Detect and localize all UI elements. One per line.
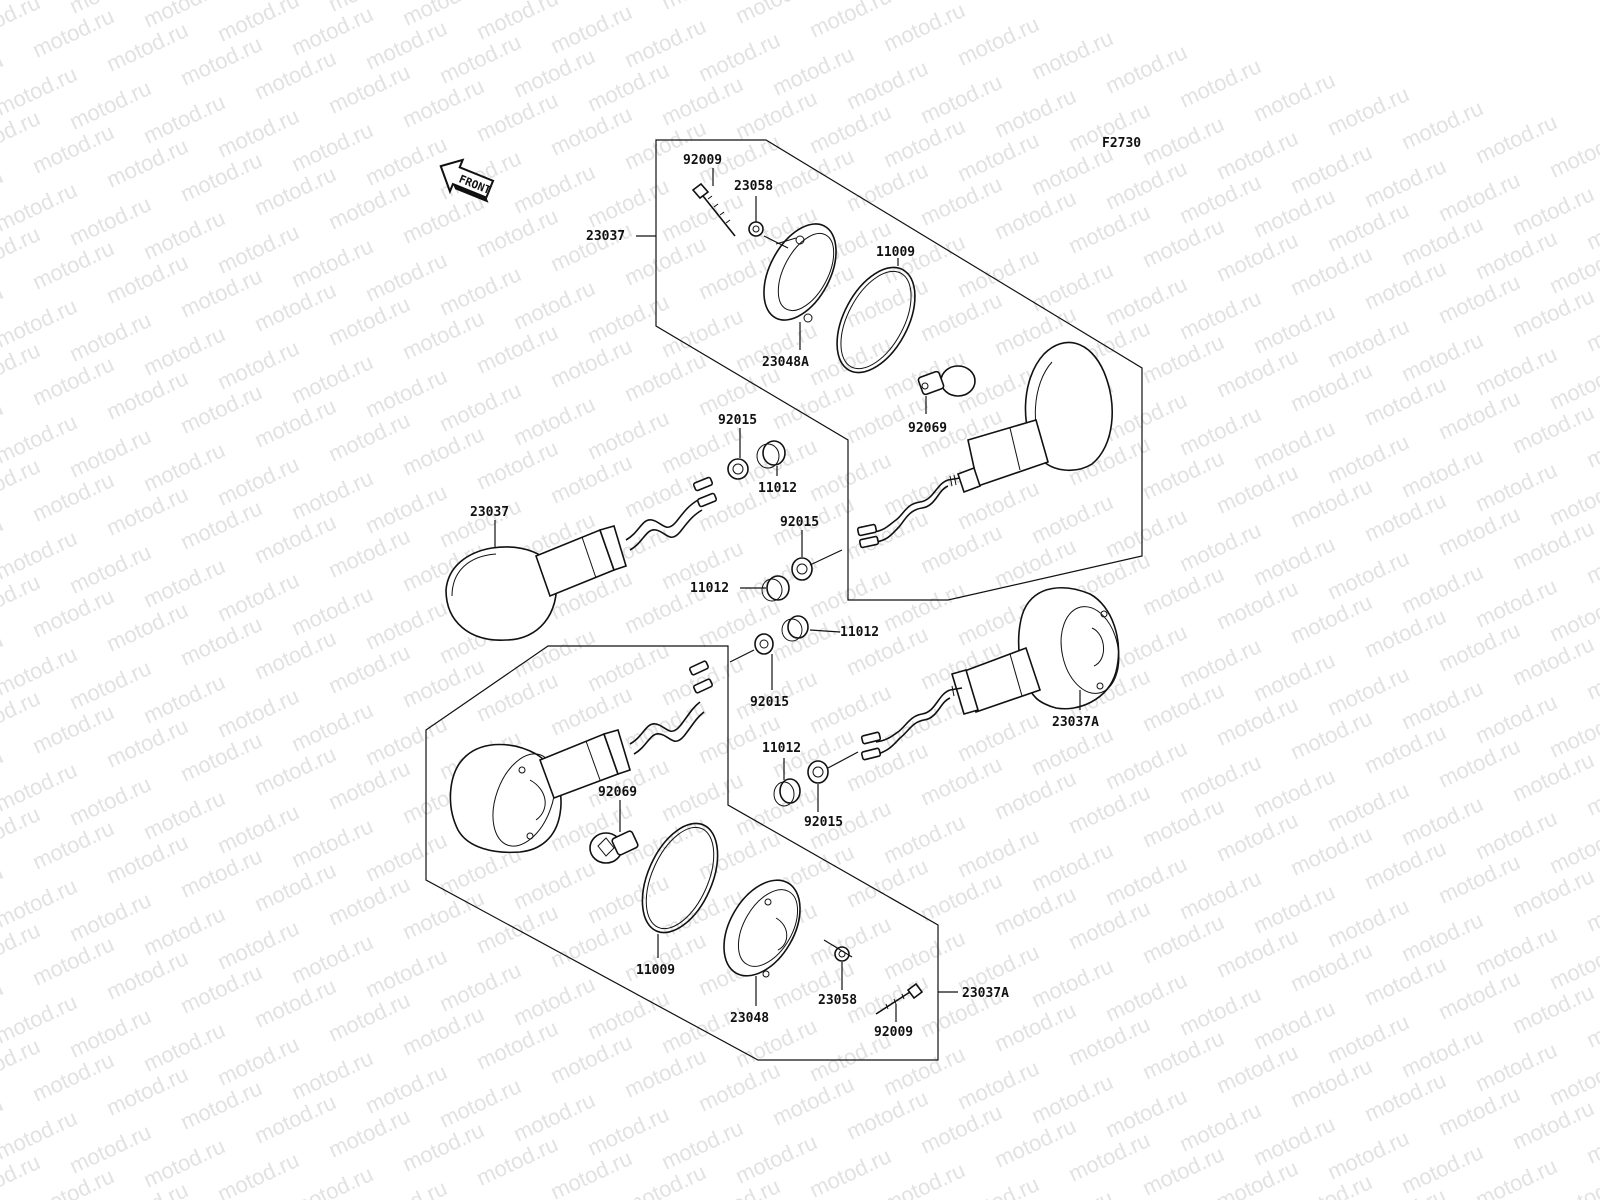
label-92015-d: 92015 (804, 815, 843, 830)
gasket-11009-top-icon (836, 266, 916, 374)
turn-signal-rear-left-icon (449, 660, 713, 854)
bush-11012-a-icon (756, 440, 786, 469)
screw-92009-top-icon (691, 182, 736, 237)
label-92069-bottom: 92069 (598, 785, 637, 800)
label-92015-b: 92015 (780, 515, 819, 530)
label-11009-top: 11009 (876, 245, 915, 260)
label-11012-b: 11012 (690, 581, 729, 596)
label-23037-top: 23037 (586, 229, 625, 244)
label-23058-top: 23058 (734, 179, 773, 194)
part-labels: 92009 23058 23037 11009 23048A 92069 920… (470, 153, 1099, 1040)
label-23037-mid: 23037 (470, 505, 509, 520)
gasket-11009-bottom-icon (641, 822, 719, 934)
turn-signal-front-right-icon (860, 587, 1120, 761)
label-92009-bottom: 92009 (874, 1025, 913, 1040)
label-11012-d: 11012 (762, 741, 801, 756)
nut-23058-top-icon (748, 221, 764, 237)
lens-cover-23048-icon (723, 879, 801, 978)
bush-11012-b-icon (761, 575, 790, 602)
label-23037A-mid: 23037A (1052, 715, 1099, 730)
label-11012-a: 11012 (758, 481, 797, 496)
screw-92009-bottom-icon (875, 982, 924, 1015)
label-92015-c: 92015 (750, 695, 789, 710)
nut-23058-bottom-icon (834, 946, 850, 962)
turn-signal-front-left-icon (445, 476, 718, 641)
label-92069-top: 92069 (908, 421, 947, 436)
label-92015-a: 92015 (718, 413, 757, 428)
nut-92015-b-icon (791, 557, 813, 581)
label-11009-bottom: 11009 (636, 963, 675, 978)
label-23037A-bottom: 23037A (962, 986, 1009, 1001)
watermark-text: motod.ru (954, 1171, 1043, 1200)
nut-92015-d-icon (807, 760, 829, 784)
nut-92015-a-icon (727, 458, 749, 480)
nut-92015-c-icon (754, 633, 774, 655)
lens-cover-23048A-icon (763, 223, 837, 323)
upper-assembly-outline (655, 139, 1143, 601)
label-23058-bottom: 23058 (818, 993, 857, 1008)
watermark-text: motod.ru (584, 0, 673, 1)
label-92009-top: 92009 (683, 153, 722, 168)
label-23048: 23048 (730, 1011, 769, 1026)
bulb-92069-top-icon (917, 365, 976, 397)
bush-11012-d-icon (773, 778, 801, 807)
watermark-text: motod.ru (362, 1175, 451, 1200)
leader-lines (494, 168, 1081, 1022)
label-23048A: 23048A (762, 355, 809, 370)
lower-assembly-outline (425, 645, 939, 1061)
figure-code: F2730 (1102, 136, 1141, 151)
bush-11012-c-icon (781, 615, 809, 642)
turn-signal-rear-right-icon (856, 341, 1113, 549)
bulb-92069-bottom-icon (589, 830, 639, 864)
label-11012-c: 11012 (840, 625, 879, 640)
